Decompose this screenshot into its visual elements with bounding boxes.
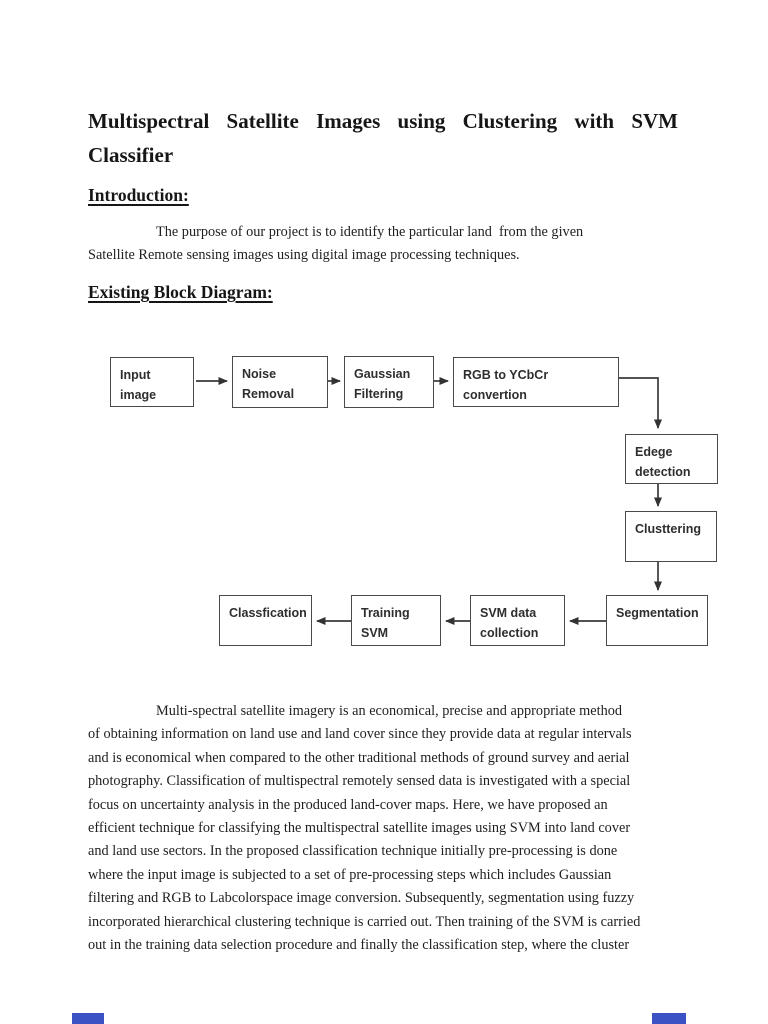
introduction-line: Satellite Remote sensing images using di…: [88, 247, 520, 263]
diagram-box-clustering: Clusttering: [625, 511, 717, 562]
page-edge-marker-right: [652, 1013, 686, 1024]
diagram-box-input-image: Input image: [110, 357, 194, 407]
block-diagram-heading: Existing Block Diagram:: [88, 282, 273, 302]
diagram-box-noise-removal: Noise Removal: [232, 356, 328, 408]
introduction-heading: Introduction:: [88, 185, 189, 205]
body-line: and land use sectors. In the proposed cl…: [88, 843, 618, 860]
body-line: efficient technique for classifying the …: [88, 820, 631, 836]
body-line: incorporated hierarchical clustering tec…: [88, 913, 641, 930]
body-line: of obtaining information on land use and…: [88, 726, 632, 743]
introduction-line: The purpose of our project is to identif…: [156, 224, 584, 240]
diagram-box-edge-detection: Edege detection: [625, 434, 718, 484]
body-line: where the input image is subjected to a …: [88, 866, 612, 883]
body-line: and is economical when compared to the o…: [88, 749, 630, 766]
diagram-box-gaussian-filtering: Gaussian Filtering: [344, 356, 434, 408]
body-line: photography. Classification of multispec…: [88, 773, 631, 790]
diagram-box-rgb-to-ycbcr: RGB to YCbCr convertion: [453, 357, 619, 407]
page-title-line2: Classifier: [88, 143, 174, 167]
body-line: filtering and RGB to Labcolorspace image…: [88, 890, 635, 907]
page-title-line1: Multispectral Satellite Images using Clu…: [88, 109, 678, 133]
arrow-rgb-to-edge: [619, 377, 662, 429]
body-line: focus on uncertainty analysis in the pro…: [88, 796, 608, 813]
diagram-box-svm-data-collection: SVM data collection: [470, 595, 565, 646]
diagram-box-classification: Classfication: [219, 595, 312, 646]
diagram-box-segmentation: Segmentation: [606, 595, 708, 646]
diagram-box-training-svm: Training SVM: [351, 595, 441, 646]
page-edge-marker-left: [72, 1013, 104, 1024]
body-line: out in the training data selection proce…: [88, 937, 630, 953]
body-line: Multi-spectral satellite imagery is an e…: [156, 703, 623, 719]
